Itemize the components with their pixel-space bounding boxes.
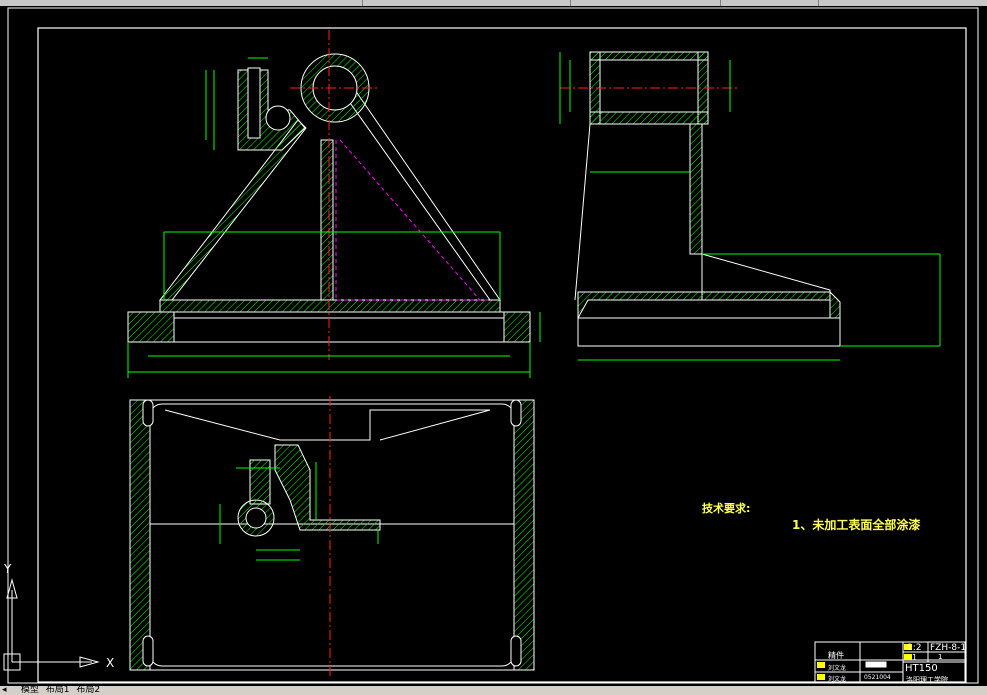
side-base-plate — [577, 291, 841, 320]
front-hidden-lines — [335, 140, 490, 301]
title-block-marker — [904, 644, 912, 650]
tab-nav-icon[interactable]: ◂ — [2, 685, 7, 695]
sheet-inner-border — [37, 27, 967, 683]
toolbar-separator — [570, 0, 571, 6]
toolbar-strip — [0, 0, 987, 6]
front-left-rib — [158, 119, 307, 301]
tab-model[interactable]: 模型 — [20, 685, 39, 695]
quantity: 1 — [912, 653, 918, 662]
side-view[interactable] — [559, 51, 941, 361]
ucs-y-label: Y — [4, 562, 12, 576]
top-hatch-right — [513, 399, 535, 671]
scale: 1:2 — [907, 643, 922, 653]
material: HT150 — [905, 663, 938, 674]
side-base — [577, 317, 841, 347]
designer: 刘文龙 — [828, 665, 847, 672]
front-plate — [159, 299, 501, 313]
toolbar-separator — [362, 0, 363, 6]
sheet: 1 — [938, 653, 943, 661]
tab-layout2[interactable]: 布局2 — [76, 685, 101, 695]
title-block-marker — [817, 662, 825, 668]
title-block[interactable] — [814, 641, 966, 683]
drawing-number: FZH-8-1 — [930, 643, 967, 653]
top-dimensions — [219, 462, 379, 561]
front-dimensions — [127, 57, 541, 378]
tech-requirements-title: 技术要求: — [702, 502, 751, 515]
checker: 刘文龙 — [828, 676, 847, 683]
toolbar-separator — [818, 0, 819, 6]
top-hatch-left — [129, 399, 151, 671]
toolbar-separator — [720, 0, 721, 6]
layout-tabs: ◂ 模型 布局1 布局2 — [0, 686, 987, 695]
front-arm-hole — [265, 105, 291, 131]
sheet-outer-border — [7, 7, 979, 684]
date: 0521004 — [864, 674, 891, 681]
front-base-hatch-right — [503, 311, 531, 343]
drawing-canvas[interactable] — [0, 6, 987, 686]
ucs-icon — [3, 578, 100, 671]
side-dimensions — [559, 52, 941, 361]
front-slot — [247, 67, 261, 139]
title-block-marker — [904, 654, 912, 660]
front-view[interactable] — [127, 30, 541, 378]
top-boss-section — [274, 444, 381, 531]
front-base-hatch-left — [127, 311, 175, 343]
part-name: 精件 — [828, 651, 844, 660]
top-inner-outline — [149, 403, 515, 667]
school: 洛阳理工学院 — [906, 676, 948, 684]
ucs-x-label: X — [106, 656, 115, 670]
front-right-rib — [347, 89, 501, 301]
side-column — [689, 123, 703, 255]
top-view[interactable] — [129, 396, 535, 676]
title-block-marker — [817, 674, 825, 680]
tech-requirements-item: 1、未加工表面全部涂漆 — [792, 518, 921, 532]
tab-layout1[interactable]: 布局1 — [45, 685, 70, 695]
front-vertical-web — [320, 139, 334, 301]
